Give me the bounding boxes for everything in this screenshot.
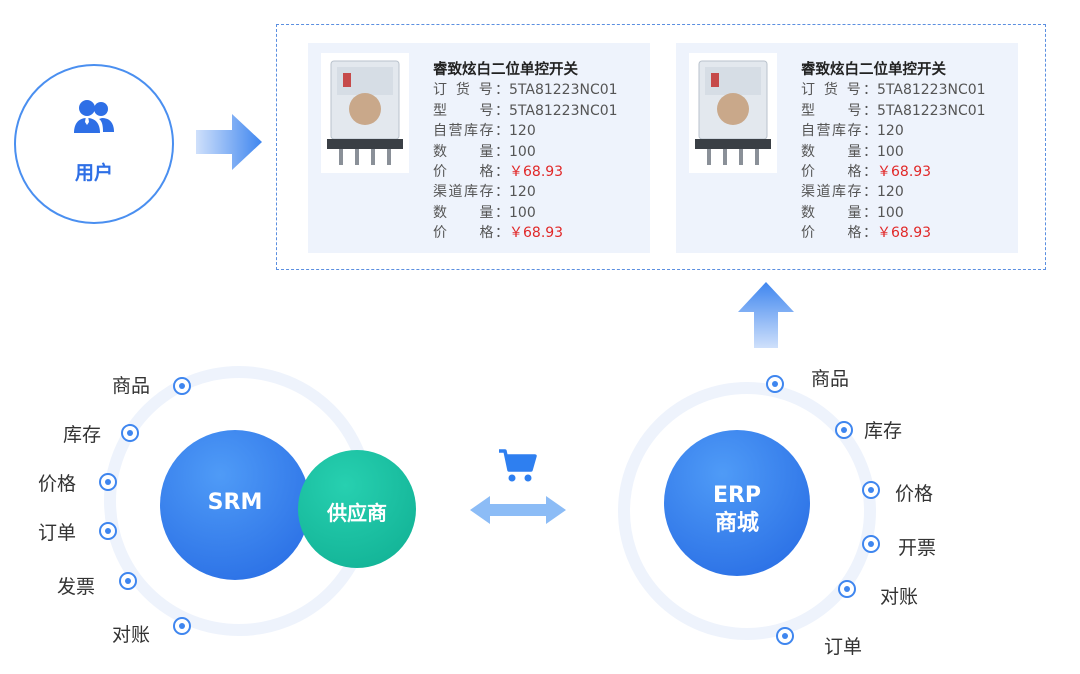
erp-label-line2: 商城	[714, 511, 759, 536]
field-label: 渠道库存：	[801, 184, 877, 201]
product-title: 睿致炫白二位单控开关	[433, 62, 578, 78]
field-label: 数 量：	[801, 204, 877, 221]
right-item-label: 开票	[898, 537, 937, 559]
field-label: 型 号：	[801, 102, 877, 119]
right-item-label: 价格	[895, 483, 934, 505]
bidirectional-arrow-icon	[470, 496, 566, 524]
right-item-dot-icon	[766, 375, 784, 393]
product-title: 睿致炫白二位单控开关	[801, 62, 946, 78]
users-icon	[74, 100, 114, 133]
right-item-dot-icon	[862, 481, 880, 499]
supplier-label: 供应商	[327, 501, 387, 525]
price-value: ￥68.93	[877, 164, 932, 181]
left-item-dot-icon	[119, 572, 137, 590]
right-item-label: 商品	[811, 368, 850, 390]
right-item-label: 对账	[880, 586, 919, 608]
arrow-up-icon	[738, 282, 794, 348]
left-item-label: 发票	[57, 576, 96, 598]
product-info: 睿致炫白二位单控开关 订 货 号：5TA81223NC01 型 号：5TA812…	[801, 60, 986, 244]
field-label: 数 量：	[433, 143, 509, 160]
field-value: 5TA81223NC01	[877, 82, 986, 99]
product-card[interactable]: 睿致炫白二位单控开关 订 货 号：5TA81223NC01 型 号：5TA812…	[308, 43, 650, 253]
left-item-label: 订单	[38, 522, 77, 544]
relay-product-image	[689, 53, 777, 173]
right-item-dot-icon	[862, 535, 880, 553]
erp-label-line1: ERP	[712, 483, 762, 508]
field-label: 数 量：	[801, 143, 877, 160]
field-value: 120	[877, 184, 904, 201]
right-item-dot-icon	[835, 421, 853, 439]
field-value: 5TA81223NC01	[509, 102, 618, 119]
left-item-dot-icon	[99, 522, 117, 540]
user-node	[14, 64, 174, 224]
field-label: 价 格：	[801, 225, 877, 242]
field-value: 100	[877, 204, 904, 221]
field-label: 价 格：	[433, 164, 509, 181]
field-value: 100	[509, 143, 536, 160]
field-label: 订 货 号：	[801, 82, 877, 99]
field-value: 100	[877, 143, 904, 160]
srm-node[interactable]	[160, 430, 310, 580]
right-item-label: 订单	[824, 636, 863, 658]
field-label: 型 号：	[433, 102, 509, 119]
srm-label: SRM	[207, 490, 263, 515]
user-label: 用户	[74, 162, 113, 184]
field-value: 5TA81223NC01	[877, 102, 986, 119]
product-info: 睿致炫白二位单控开关 订 货 号：5TA81223NC01 型 号：5TA812…	[433, 60, 618, 244]
right-item-label: 库存	[864, 420, 903, 442]
left-item-dot-icon	[121, 424, 139, 442]
field-label: 自营库存：	[433, 123, 509, 140]
left-item-label: 价格	[38, 473, 77, 495]
field-label: 自营库存：	[801, 123, 877, 140]
right-item-dot-icon	[776, 627, 794, 645]
field-value: 120	[509, 123, 536, 140]
left-item-label: 商品	[112, 375, 151, 397]
field-value: 120	[877, 123, 904, 140]
field-label: 价 格：	[433, 225, 509, 242]
field-label: 渠道库存：	[433, 184, 509, 201]
field-label: 订 货 号：	[433, 82, 509, 99]
supplier-node[interactable]	[298, 450, 416, 568]
relay-product-image	[321, 53, 409, 173]
field-value: 120	[509, 184, 536, 201]
price-value: ￥68.93	[877, 225, 932, 242]
field-value: 5TA81223NC01	[509, 82, 618, 99]
product-card[interactable]: 睿致炫白二位单控开关 订 货 号：5TA81223NC01 型 号：5TA812…	[676, 43, 1018, 253]
left-item-dot-icon	[173, 617, 191, 635]
field-label: 数 量：	[433, 204, 509, 221]
right-item-dot-icon	[838, 580, 856, 598]
field-label: 价 格：	[801, 164, 877, 181]
price-value: ￥68.93	[509, 164, 564, 181]
price-value: ￥68.93	[509, 225, 564, 242]
shopping-cart-icon	[499, 449, 537, 482]
left-item-label: 库存	[63, 424, 102, 446]
product-panel: 睿致炫白二位单控开关 订 货 号：5TA81223NC01 型 号：5TA812…	[276, 24, 1046, 270]
left-item-dot-icon	[99, 473, 117, 491]
erp-label: ERP 商城	[664, 482, 810, 538]
left-item-dot-icon	[173, 377, 191, 395]
field-value: 100	[509, 204, 536, 221]
erp-node[interactable]	[664, 430, 810, 576]
arrow-right-icon	[196, 114, 262, 170]
left-item-label: 对账	[112, 624, 151, 646]
